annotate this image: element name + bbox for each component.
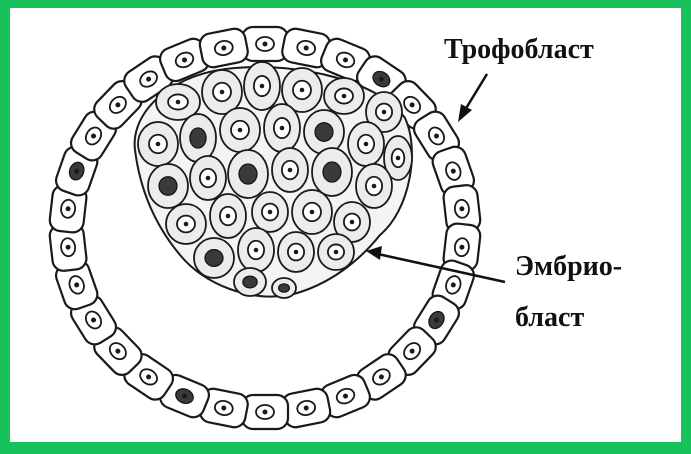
embryoblast-cell [244,62,280,110]
embryoblast-cell [324,78,364,114]
embryoblast-cell [194,238,234,278]
embryoblast-cell [190,156,226,200]
embryoblast-cell [180,114,216,162]
embryoblast-cell [318,234,354,270]
embryoblast-label-line1: Эмбрио- [515,251,622,282]
embryoblast-cell [238,228,274,272]
trophoblast-cell [198,27,250,69]
embryoblast-cell [234,268,266,296]
trophoblast-cell [242,27,288,61]
embryoblast-cell [148,164,188,208]
embryoblast-cell [304,110,344,154]
embryoblast-label-line2: бласт [515,302,584,333]
embryoblast-cell [228,150,268,198]
embryoblast-cell [348,122,384,166]
embryoblast-cell [138,122,178,166]
embryoblast-cell [202,70,242,114]
trophoblast-arrow [458,74,487,122]
embryoblast-cell [210,194,246,238]
embryoblast-cell [264,104,300,152]
embryoblast-cell [166,204,206,244]
embryoblast-cell [312,148,352,196]
embryoblast-cell [272,148,308,192]
embryoblast-cell [278,232,314,272]
embryoblast-mass [135,62,412,298]
trophoblast-cell [242,395,288,429]
embryoblast-cell [292,190,332,234]
embryoblast-cell [272,278,296,298]
trophoblast-label: Трофобласт [444,34,594,65]
embryoblast-arrow [366,246,505,282]
embryoblast-cell [356,164,392,208]
embryoblast-cell [252,192,288,232]
embryoblast-cell [220,108,260,152]
